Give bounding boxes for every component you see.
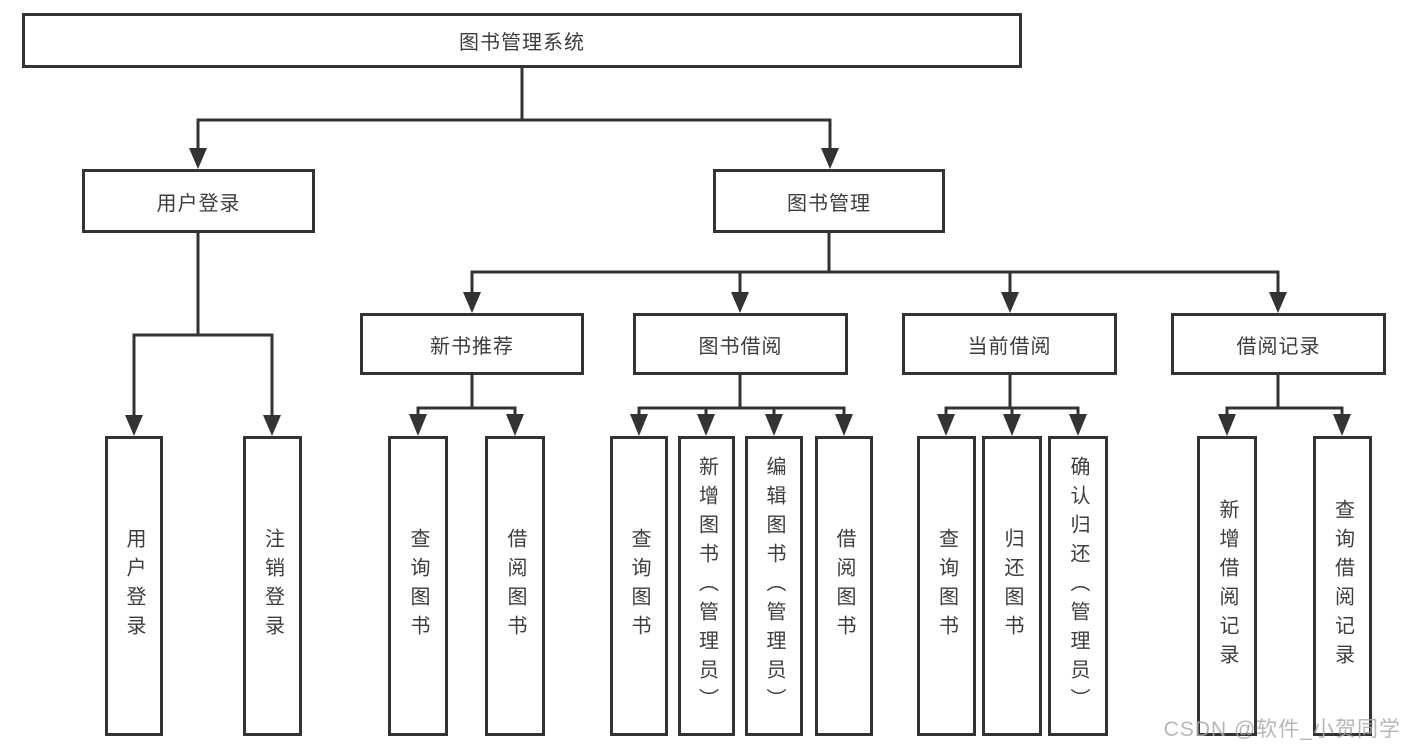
leaf-confirm-return-admin: 确认归还（管理员） — [1048, 436, 1108, 736]
arrowhead-icon — [937, 414, 955, 436]
leaf-logout-label: 注销登录 — [261, 528, 284, 644]
leaf-query-borrow-record-label: 查询借阅记录 — [1331, 499, 1354, 673]
leaf-query-books-2: 查询图书 — [610, 436, 668, 736]
leaf-user-login-label: 用户登录 — [123, 528, 145, 644]
node-current-borrowing: 当前借阅 — [902, 313, 1117, 375]
leaf-edit-book-admin-label: 编辑图书（管理员） — [763, 455, 785, 717]
node-library-management-system-label: 图书管理系统 — [459, 32, 585, 54]
node-borrowing-records-label: 借阅记录 — [1236, 335, 1321, 358]
connector-book-borrowing-to-leaves — [630, 375, 853, 436]
leaf-add-book-admin-label: 新增图书（管理员） — [695, 455, 718, 717]
leaf-return-books-label: 归还图书 — [1001, 528, 1023, 644]
arrowhead-icon — [189, 148, 207, 169]
leaf-edit-book-admin: 编辑图书（管理员） — [745, 436, 803, 736]
connector-user-login-to-leaves — [125, 233, 281, 436]
node-library-management-system: 图书管理系统 — [22, 13, 1022, 68]
node-book-borrowing: 图书借阅 — [633, 313, 848, 375]
connector-book-management-to-level3 — [463, 233, 1287, 313]
leaf-logout: 注销登录 — [243, 436, 302, 736]
node-user-login-label: 用户登录 — [156, 192, 241, 215]
arrowhead-icon — [1001, 292, 1019, 313]
arrowhead-icon — [821, 148, 839, 169]
connector-borrowing-records-to-leaves — [1218, 375, 1351, 436]
leaf-query-books-1-label: 查询图书 — [407, 528, 429, 644]
leaf-confirm-return-admin-label: 确认归还（管理员） — [1067, 455, 1089, 717]
leaf-add-borrow-record: 新增借阅记录 — [1197, 436, 1257, 736]
arrowhead-icon — [1269, 292, 1287, 313]
leaf-query-books-1: 查询图书 — [388, 436, 448, 736]
watermark: CSDN @软件_小贺同学 — [1163, 718, 1401, 741]
connector-current-borrowing-to-leaves — [937, 375, 1087, 436]
node-current-borrowing-label: 当前借阅 — [967, 335, 1052, 358]
arrowhead-icon — [1003, 414, 1021, 436]
node-new-book-recommendation-label: 新书推荐 — [430, 335, 514, 358]
arrowhead-icon — [263, 415, 281, 436]
arrowhead-icon — [1333, 414, 1351, 436]
node-book-borrowing-label: 图书借阅 — [698, 335, 783, 358]
leaf-query-books-3-label: 查询图书 — [935, 528, 958, 644]
arrowhead-icon — [731, 292, 749, 313]
arrowhead-icon — [835, 414, 853, 436]
arrowhead-icon — [1218, 414, 1236, 436]
leaf-user-login: 用户登录 — [105, 436, 163, 736]
arrowhead-icon — [765, 414, 783, 436]
leaf-borrow-books-1: 借阅图书 — [485, 436, 545, 736]
leaf-add-borrow-record-label: 新增借阅记录 — [1216, 499, 1238, 673]
connector-root-to-level2 — [189, 68, 839, 169]
arrowhead-icon — [1069, 414, 1087, 436]
node-user-login: 用户登录 — [82, 169, 315, 233]
leaf-query-books-2-label: 查询图书 — [628, 528, 650, 644]
leaf-add-book-admin: 新增图书（管理员） — [678, 436, 735, 736]
node-new-book-recommendation: 新书推荐 — [360, 313, 584, 375]
leaf-borrow-books-2: 借阅图书 — [815, 436, 873, 736]
node-book-management-label: 图书管理 — [787, 192, 871, 215]
connector-new-book-to-leaves — [409, 375, 524, 436]
node-book-management: 图书管理 — [713, 169, 945, 233]
leaf-borrow-books-2-label: 借阅图书 — [833, 528, 855, 644]
arrowhead-icon — [409, 414, 427, 436]
arrowhead-icon — [630, 414, 648, 436]
arrowhead-icon — [506, 414, 524, 436]
node-borrowing-records: 借阅记录 — [1171, 313, 1386, 375]
arrowhead-icon — [125, 415, 143, 436]
leaf-return-books: 归还图书 — [982, 436, 1042, 736]
leaf-query-borrow-record: 查询借阅记录 — [1313, 436, 1372, 736]
leaf-borrow-books-1-label: 借阅图书 — [504, 528, 526, 644]
leaf-query-books-3: 查询图书 — [917, 436, 976, 736]
arrowhead-icon — [463, 292, 481, 313]
arrowhead-icon — [697, 414, 715, 436]
